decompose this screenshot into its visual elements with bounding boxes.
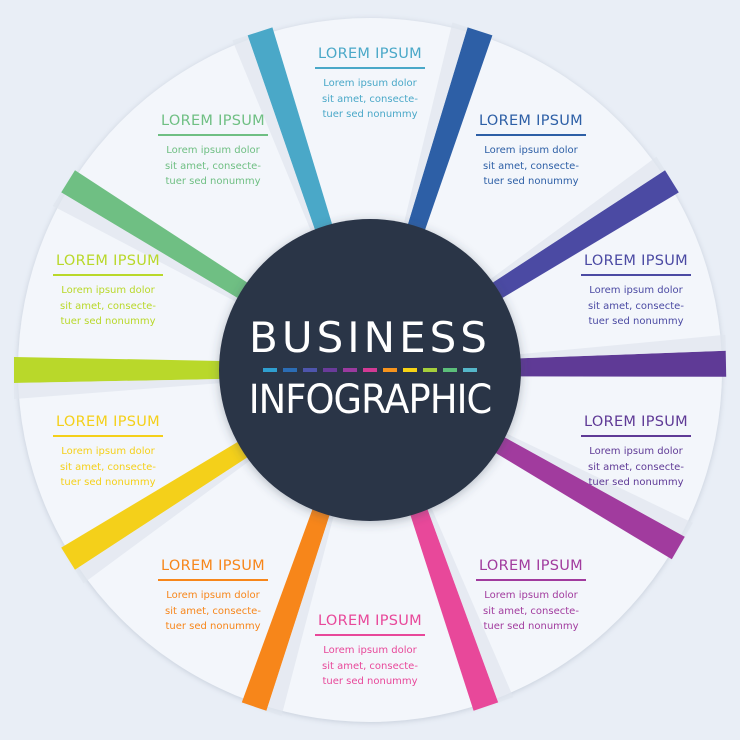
segment-body: Lorem ipsum dolor sit amet, consecte-tuer… — [315, 643, 425, 690]
color-band-9 — [14, 357, 222, 383]
segment-body: Lorem ipsum dolor sit amet, consecte-tuer… — [476, 588, 586, 635]
segment-body-line: tuer sed nonummy — [483, 176, 579, 187]
band-shadow — [232, 35, 316, 234]
band-shadow — [517, 334, 726, 359]
center-dash — [403, 368, 417, 372]
color-bands — [14, 27, 727, 711]
segment-body-line: Lorem ipsum dolor — [323, 78, 417, 89]
segment-body: Lorem ipsum dolor sit amet, consecte-tuer… — [581, 444, 691, 491]
segment-title: LOREM IPSUM — [315, 613, 425, 636]
segment-body-line: sit amet, consecte- — [165, 160, 261, 172]
segment-title: LOREM IPSUM — [315, 46, 425, 69]
segment-body-line: Lorem ipsum dolor — [589, 446, 683, 457]
segment-title: LOREM IPSUM — [476, 558, 586, 581]
color-band-8 — [61, 440, 250, 570]
band-shadow — [52, 192, 240, 303]
segment-body: Lorem ipsum dolor sit amet, consecte-tuer… — [158, 143, 268, 190]
band-shadow — [75, 456, 252, 584]
band-shadow — [502, 432, 693, 537]
segment-body-line: tuer sed nonummy — [322, 109, 418, 120]
segment-title: LOREM IPSUM — [581, 414, 691, 437]
band-shadow — [266, 512, 335, 716]
segment-body-line: sit amet, consecte- — [483, 160, 579, 172]
color-band-4 — [517, 350, 727, 377]
segment-8: LOREM IPSUM Lorem ipsum dolor sit amet, co… — [53, 414, 163, 491]
segment-body: Lorem ipsum dolor sit amet, consecte-tuer… — [315, 76, 425, 123]
segment-body-line: tuer sed nonummy — [588, 316, 684, 327]
center-dash — [303, 368, 317, 372]
segment-body-line: sit amet, consecte- — [165, 605, 261, 617]
color-band-3 — [490, 170, 679, 300]
segment-body-line: sit amet, consecte- — [322, 93, 418, 105]
color-band-10 — [61, 170, 250, 300]
segment-body-line: tuer sed nonummy — [60, 316, 156, 327]
center-dash — [443, 368, 457, 372]
segment-body: Lorem ipsum dolor sit amet, consecte-tuer… — [581, 283, 691, 330]
band-shadow — [488, 156, 665, 284]
segment-title: LOREM IPSUM — [476, 113, 586, 136]
divider-shadows — [14, 22, 726, 716]
segment-body-line: sit amet, consecte- — [60, 461, 156, 473]
segment-body-line: sit amet, consecte- — [588, 461, 684, 473]
segment-body-line: sit amet, consecte- — [60, 300, 156, 312]
segment-body-line: Lorem ipsum dolor — [484, 145, 578, 156]
segment-title: LOREM IPSUM — [581, 253, 691, 276]
color-band-2 — [407, 27, 493, 233]
segment-body-line: Lorem ipsum dolor — [323, 645, 417, 656]
center-dash — [423, 368, 437, 372]
segment-9: LOREM IPSUM Lorem ipsum dolor sit amet, co… — [53, 253, 163, 330]
segment-body-line: Lorem ipsum dolor — [166, 590, 260, 601]
center-dash-row — [263, 368, 477, 372]
segment-1: LOREM IPSUM Lorem ipsum dolor sit amet, co… — [315, 46, 425, 123]
segment-body-line: Lorem ipsum dolor — [61, 285, 155, 296]
segment-4: LOREM IPSUM Lorem ipsum dolor sit amet, co… — [581, 414, 691, 491]
segment-body-line: tuer sed nonummy — [165, 176, 261, 187]
center-dash — [283, 368, 297, 372]
center-title-line1: BUSINESS — [249, 313, 491, 362]
segment-2: LOREM IPSUM Lorem ipsum dolor sit amet, co… — [476, 113, 586, 190]
segment-6: LOREM IPSUM Lorem ipsum dolor sit amet, co… — [315, 613, 425, 690]
segment-body-line: sit amet, consecte- — [588, 300, 684, 312]
center-dash — [343, 368, 357, 372]
segment-title: LOREM IPSUM — [53, 253, 163, 276]
segment-7: LOREM IPSUM Lorem ipsum dolor sit amet, co… — [158, 558, 268, 635]
center-dash — [323, 368, 337, 372]
segment-5: LOREM IPSUM Lorem ipsum dolor sit amet, co… — [476, 558, 586, 635]
color-band-5 — [493, 436, 685, 560]
band-shadow — [426, 505, 514, 703]
center-dash — [263, 368, 277, 372]
center-dash — [363, 368, 377, 372]
color-band-6 — [409, 507, 499, 711]
segment-3: LOREM IPSUM Lorem ipsum dolor sit amet, co… — [581, 253, 691, 330]
segment-body-line: Lorem ipsum dolor — [61, 446, 155, 457]
segment-body-line: tuer sed nonummy — [165, 621, 261, 632]
segment-body-line: Lorem ipsum dolor — [484, 590, 578, 601]
segment-body-line: Lorem ipsum dolor — [166, 145, 260, 156]
band-shadow — [403, 22, 468, 227]
segment-body: Lorem ipsum dolor sit amet, consecte-tuer… — [53, 283, 163, 330]
segment-body-line: sit amet, consecte- — [483, 605, 579, 617]
segment-body-line: tuer sed nonummy — [483, 621, 579, 632]
center-dash — [463, 368, 477, 372]
center-title-line2: INFOGRAPHIC — [248, 377, 492, 423]
segment-body-line: tuer sed nonummy — [588, 477, 684, 488]
segment-title: LOREM IPSUM — [53, 414, 163, 437]
segment-body: Lorem ipsum dolor sit amet, consecte-tuer… — [53, 444, 163, 491]
segment-body-line: tuer sed nonummy — [322, 676, 418, 687]
segment-body-line: Lorem ipsum dolor — [589, 285, 683, 296]
segment-body-line: sit amet, consecte- — [322, 660, 418, 672]
segment-body-line: tuer sed nonummy — [60, 477, 156, 488]
band-shadow — [14, 379, 222, 399]
color-band-7 — [241, 507, 331, 711]
segment-title: LOREM IPSUM — [158, 113, 268, 136]
color-band-1 — [247, 27, 333, 233]
segment-title: LOREM IPSUM — [158, 558, 268, 581]
segment-body: Lorem ipsum dolor sit amet, consecte-tuer… — [158, 588, 268, 635]
segment-10: LOREM IPSUM Lorem ipsum dolor sit amet, co… — [158, 113, 268, 190]
segment-body: Lorem ipsum dolor sit amet, consecte-tuer… — [476, 143, 586, 190]
center-dash — [383, 368, 397, 372]
